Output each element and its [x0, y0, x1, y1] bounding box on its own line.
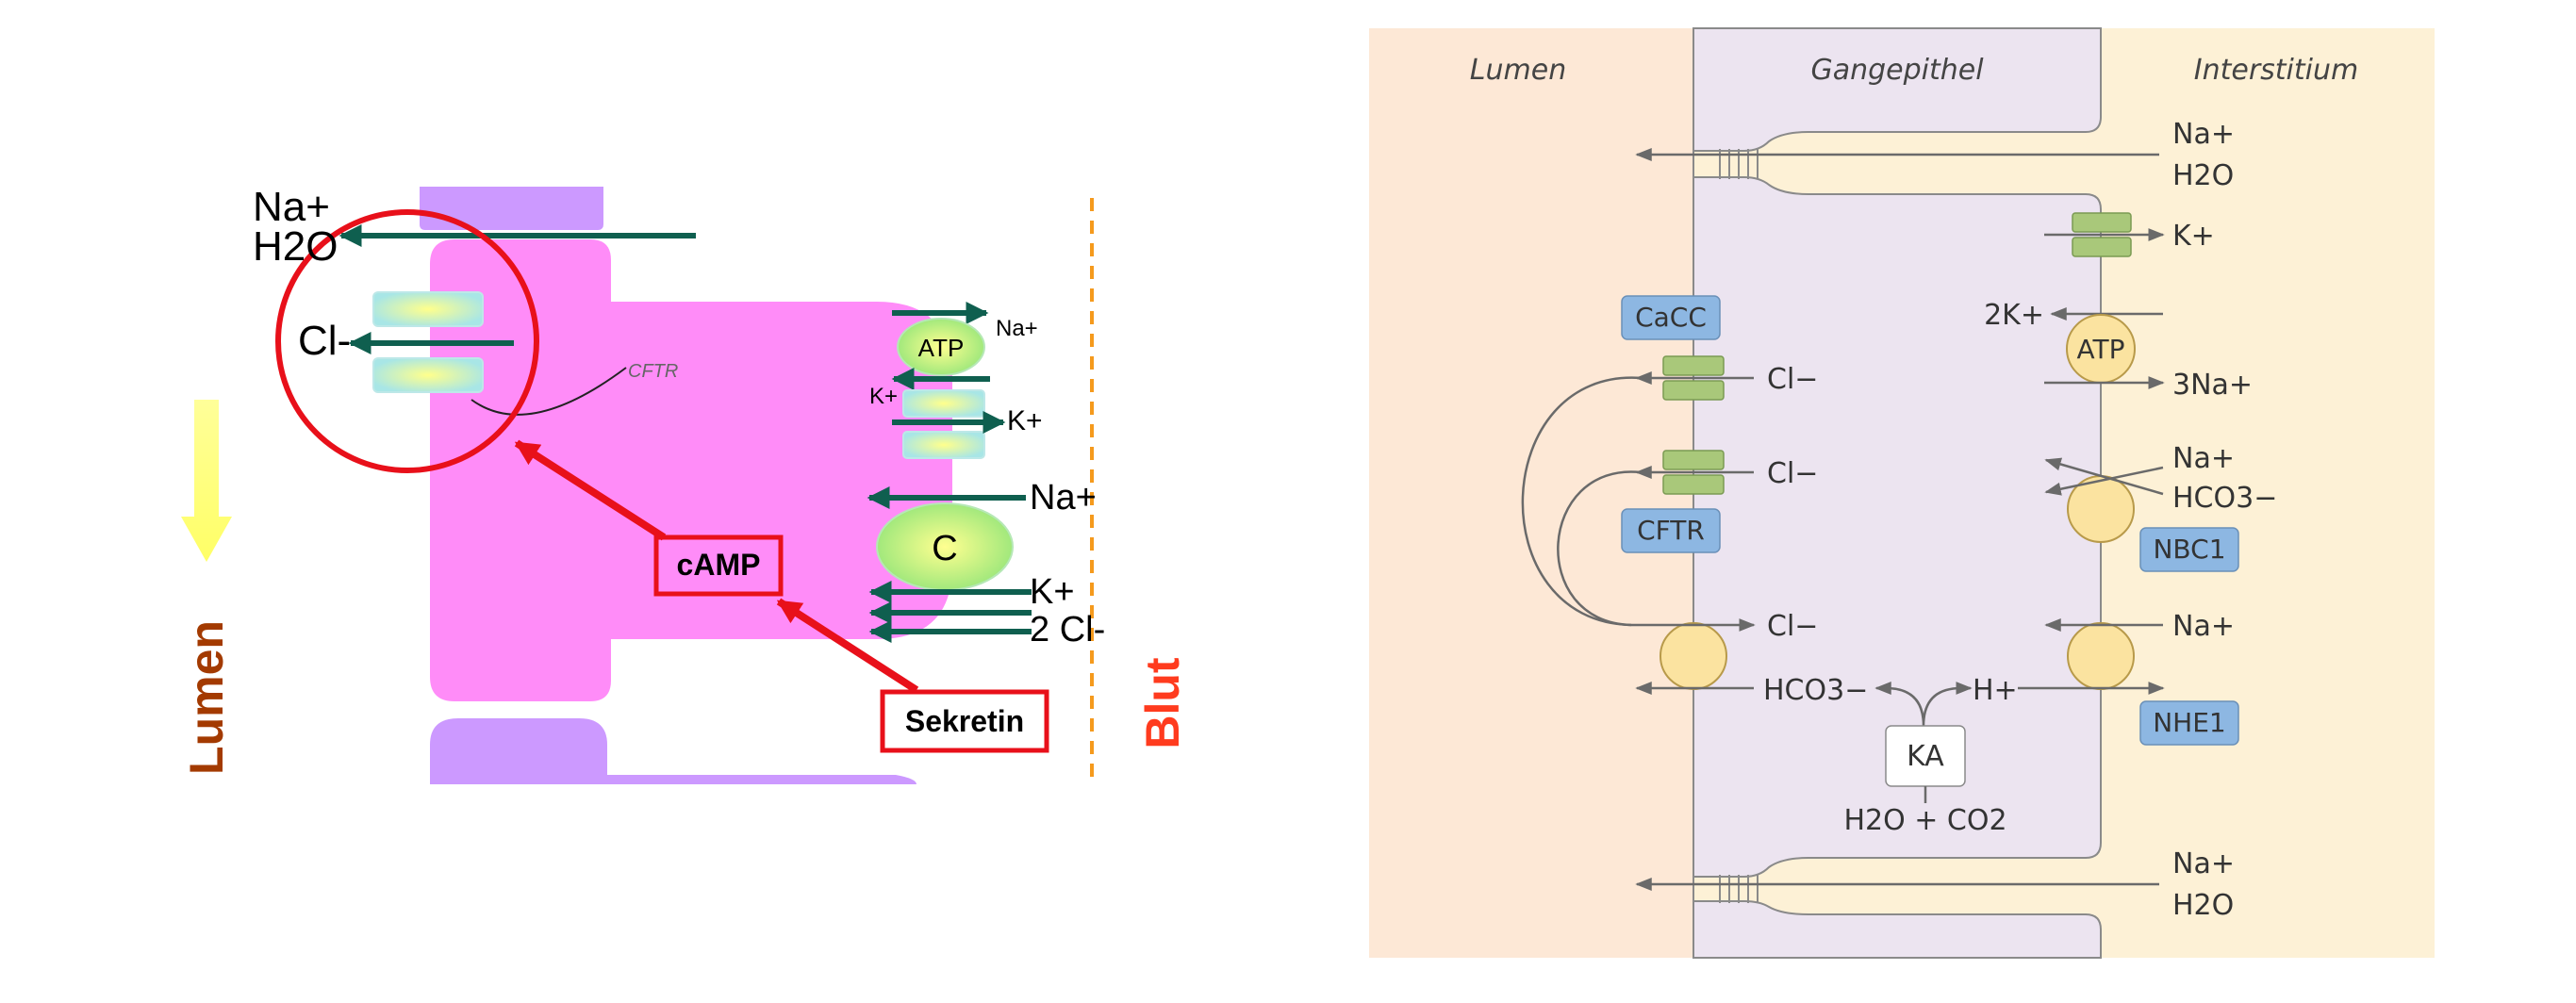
nhe1-transporter: [2067, 622, 2135, 690]
label-cl: Cl-: [298, 318, 351, 364]
k-channel-bottom: [902, 431, 985, 459]
cell-top: [1693, 27, 2102, 152]
k-channel-top: [2072, 212, 2132, 233]
k-channel-bottom: [2072, 237, 2132, 257]
header-epithel: Gangepithel: [1810, 54, 1984, 87]
arrow-na-nbc: [2044, 466, 2164, 496]
nhe1-box: [2139, 700, 2239, 746]
channel-bottom: [372, 357, 484, 393]
label-blut: Blut: [1136, 657, 1189, 749]
arrow-sekretin-to-camp: [776, 598, 919, 694]
label-atp-right: ATP: [2077, 334, 2125, 365]
ion-hco3-nbc: HCO3−: [2172, 482, 2277, 515]
ion-2k: 2K+: [1984, 299, 2044, 332]
right-panel: Lumen Gangepithel Interstitium: [1369, 27, 2435, 959]
cftr-channel-top: [1662, 450, 1725, 470]
neighbor-cell-top: [420, 187, 603, 230]
ion-3na: 3Na+: [2172, 369, 2253, 402]
cl-recycle-loop-inner: [1557, 470, 1642, 627]
label-lumen: Lumen: [180, 620, 233, 775]
channel-top: [372, 291, 484, 327]
atp-pump: [897, 318, 985, 376]
ion-cl-cftr: Cl−: [1767, 457, 1818, 490]
label-camp: cAMP: [677, 548, 761, 582]
cl-recycle-loop-outer: [1521, 376, 1642, 627]
label-k-out: K+: [1007, 405, 1043, 436]
ion-hco3: HCO3−: [1763, 674, 1868, 707]
cftr-box: [1621, 508, 1721, 553]
ion-h: H+: [1973, 674, 2018, 707]
label-k-in: K+: [869, 384, 898, 409]
label-cftr-right: CFTR: [1637, 515, 1705, 546]
label-ka: KA: [1907, 740, 1944, 773]
cacc-channel-top: [1662, 355, 1725, 376]
arrow-hco3-nbc: [2044, 457, 2164, 496]
tight-junction-bottom: [1719, 875, 1759, 903]
neighbor-cell-bottom: [430, 718, 607, 784]
label-k-c: K+: [1030, 572, 1075, 612]
epithelial-cell: [430, 239, 952, 701]
arrow-camp-to-cftr: [514, 439, 667, 541]
ion-cl-cacc: Cl−: [1767, 363, 1818, 396]
ion-na-nhe: Na+: [2172, 610, 2235, 643]
label-c: C: [932, 529, 957, 568]
neighbor-cell-bottom-strip: [607, 775, 916, 784]
label-nhe1: NHE1: [2153, 707, 2226, 738]
sekretin-box: [880, 689, 1049, 753]
ion-k: K+: [2172, 220, 2215, 253]
ion-h2o-top: H2O: [2172, 159, 2234, 192]
label-na-atp: Na+: [996, 316, 1038, 341]
cftr-channel-bottom: [1662, 474, 1725, 495]
label-2cl: 2 Cl-: [1030, 610, 1105, 649]
cl-hco3-exchanger: [1660, 622, 1727, 690]
ion-h2o-bottom: H2O: [2172, 889, 2234, 922]
lumen-direction-arrow: [181, 400, 232, 562]
label-sekretin: Sekretin: [905, 704, 1024, 738]
ion-h2o-co2: H2O + CO2: [1843, 804, 2006, 837]
label-h2o: H2O: [253, 223, 338, 270]
cacc-box: [1621, 295, 1721, 340]
highlight-circle: [275, 209, 539, 473]
label-na-c: Na+: [1030, 478, 1097, 518]
header-lumen: Lumen: [1470, 54, 1566, 87]
ion-na-top: Na+: [2172, 118, 2235, 151]
ion-cl-exch: Cl−: [1767, 610, 1818, 643]
left-panel: Na+ H2O Cl- CFTR ATP Na+ K+ K+ Na+ C K+ …: [180, 184, 1189, 784]
header-interstitium: Interstitium: [2194, 54, 2358, 87]
label-nbc1: NBC1: [2153, 534, 2225, 565]
label-atp: ATP: [918, 334, 965, 362]
label-cacc: CaCC: [1635, 302, 1707, 333]
k-channel-top: [902, 389, 985, 418]
label-na: Na+: [253, 184, 330, 230]
cacc-channel-bottom: [1662, 380, 1725, 401]
camp-box: [653, 534, 784, 597]
cftr-pointer: [471, 367, 627, 416]
ion-na-nbc: Na+: [2172, 442, 2235, 475]
cell-main: [1693, 176, 2102, 878]
nbc1-box: [2139, 527, 2239, 572]
lumen-region: [1369, 28, 1693, 958]
ion-na-bottom: Na+: [2172, 847, 2235, 880]
ka-split: [1885, 686, 1962, 727]
label-cftr: CFTR: [628, 361, 678, 382]
